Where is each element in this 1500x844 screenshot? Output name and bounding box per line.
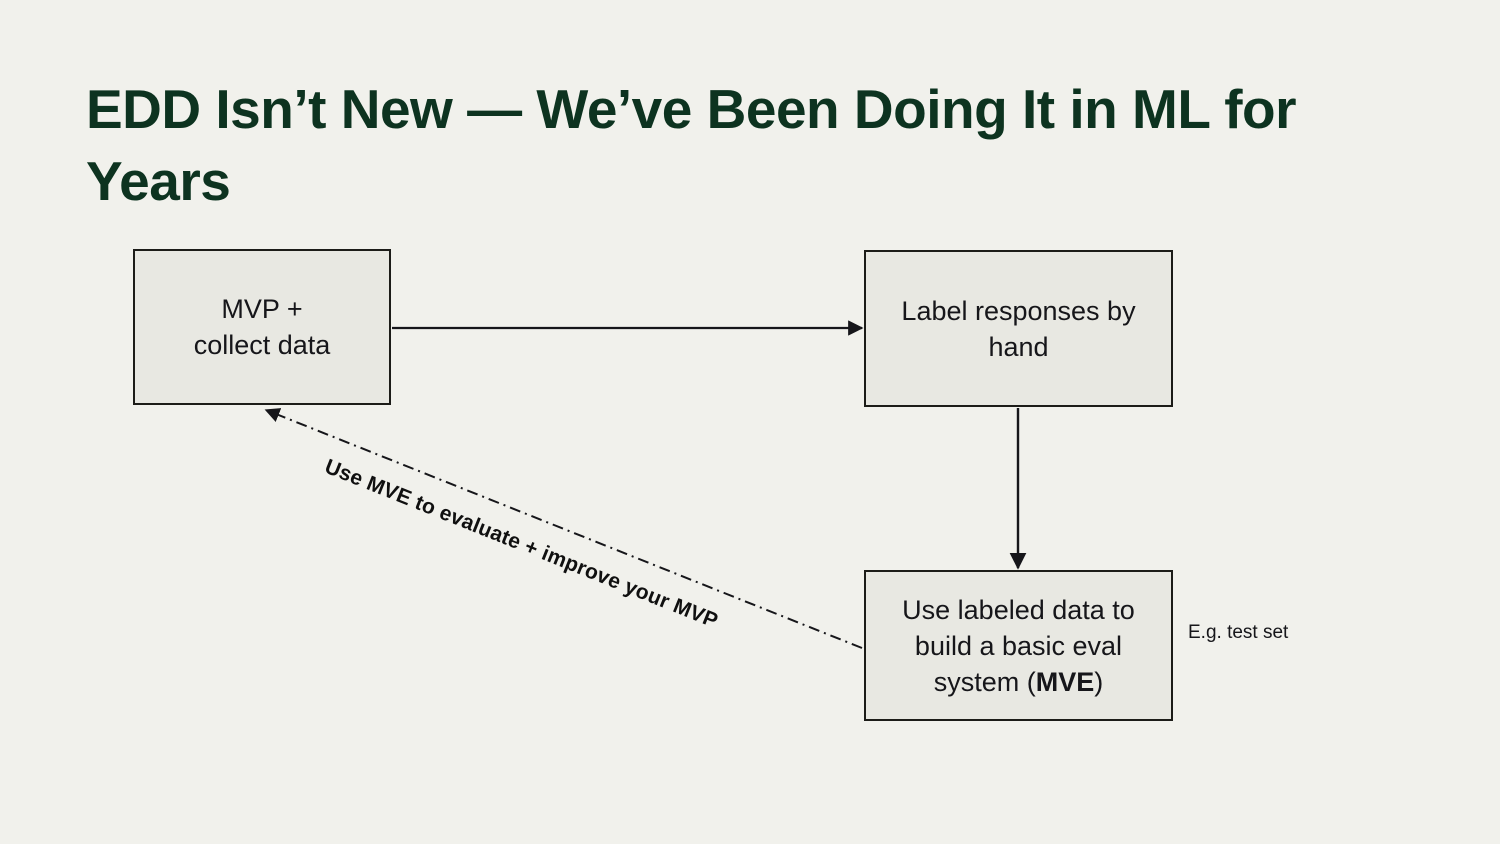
page-title: EDD Isn’t New — We’ve Been Doing It in M…: [86, 77, 1310, 212]
flowchart-node-mvp[interactable]: MVP +collect data: [133, 249, 391, 405]
flowchart-node-mve[interactable]: Use labeled data to build a basic eval s…: [864, 570, 1173, 721]
edge-label-mve-to-mvp: Use MVE to evaluate + improve your MVP: [321, 455, 722, 633]
flowchart-node-mvp-label: MVP +collect data: [193, 294, 331, 360]
flowchart-node-label-responses[interactable]: Label responses by hand: [864, 250, 1173, 407]
annotation-test-set: E.g. test set: [1188, 622, 1289, 643]
flowchart-node-label-responses-label: Label responses by hand: [901, 295, 1144, 362]
flowchart-node-mve-label: Use labeled data to build a basic eval s…: [902, 594, 1143, 697]
edge-mve-to-mvp: [264, 408, 863, 649]
